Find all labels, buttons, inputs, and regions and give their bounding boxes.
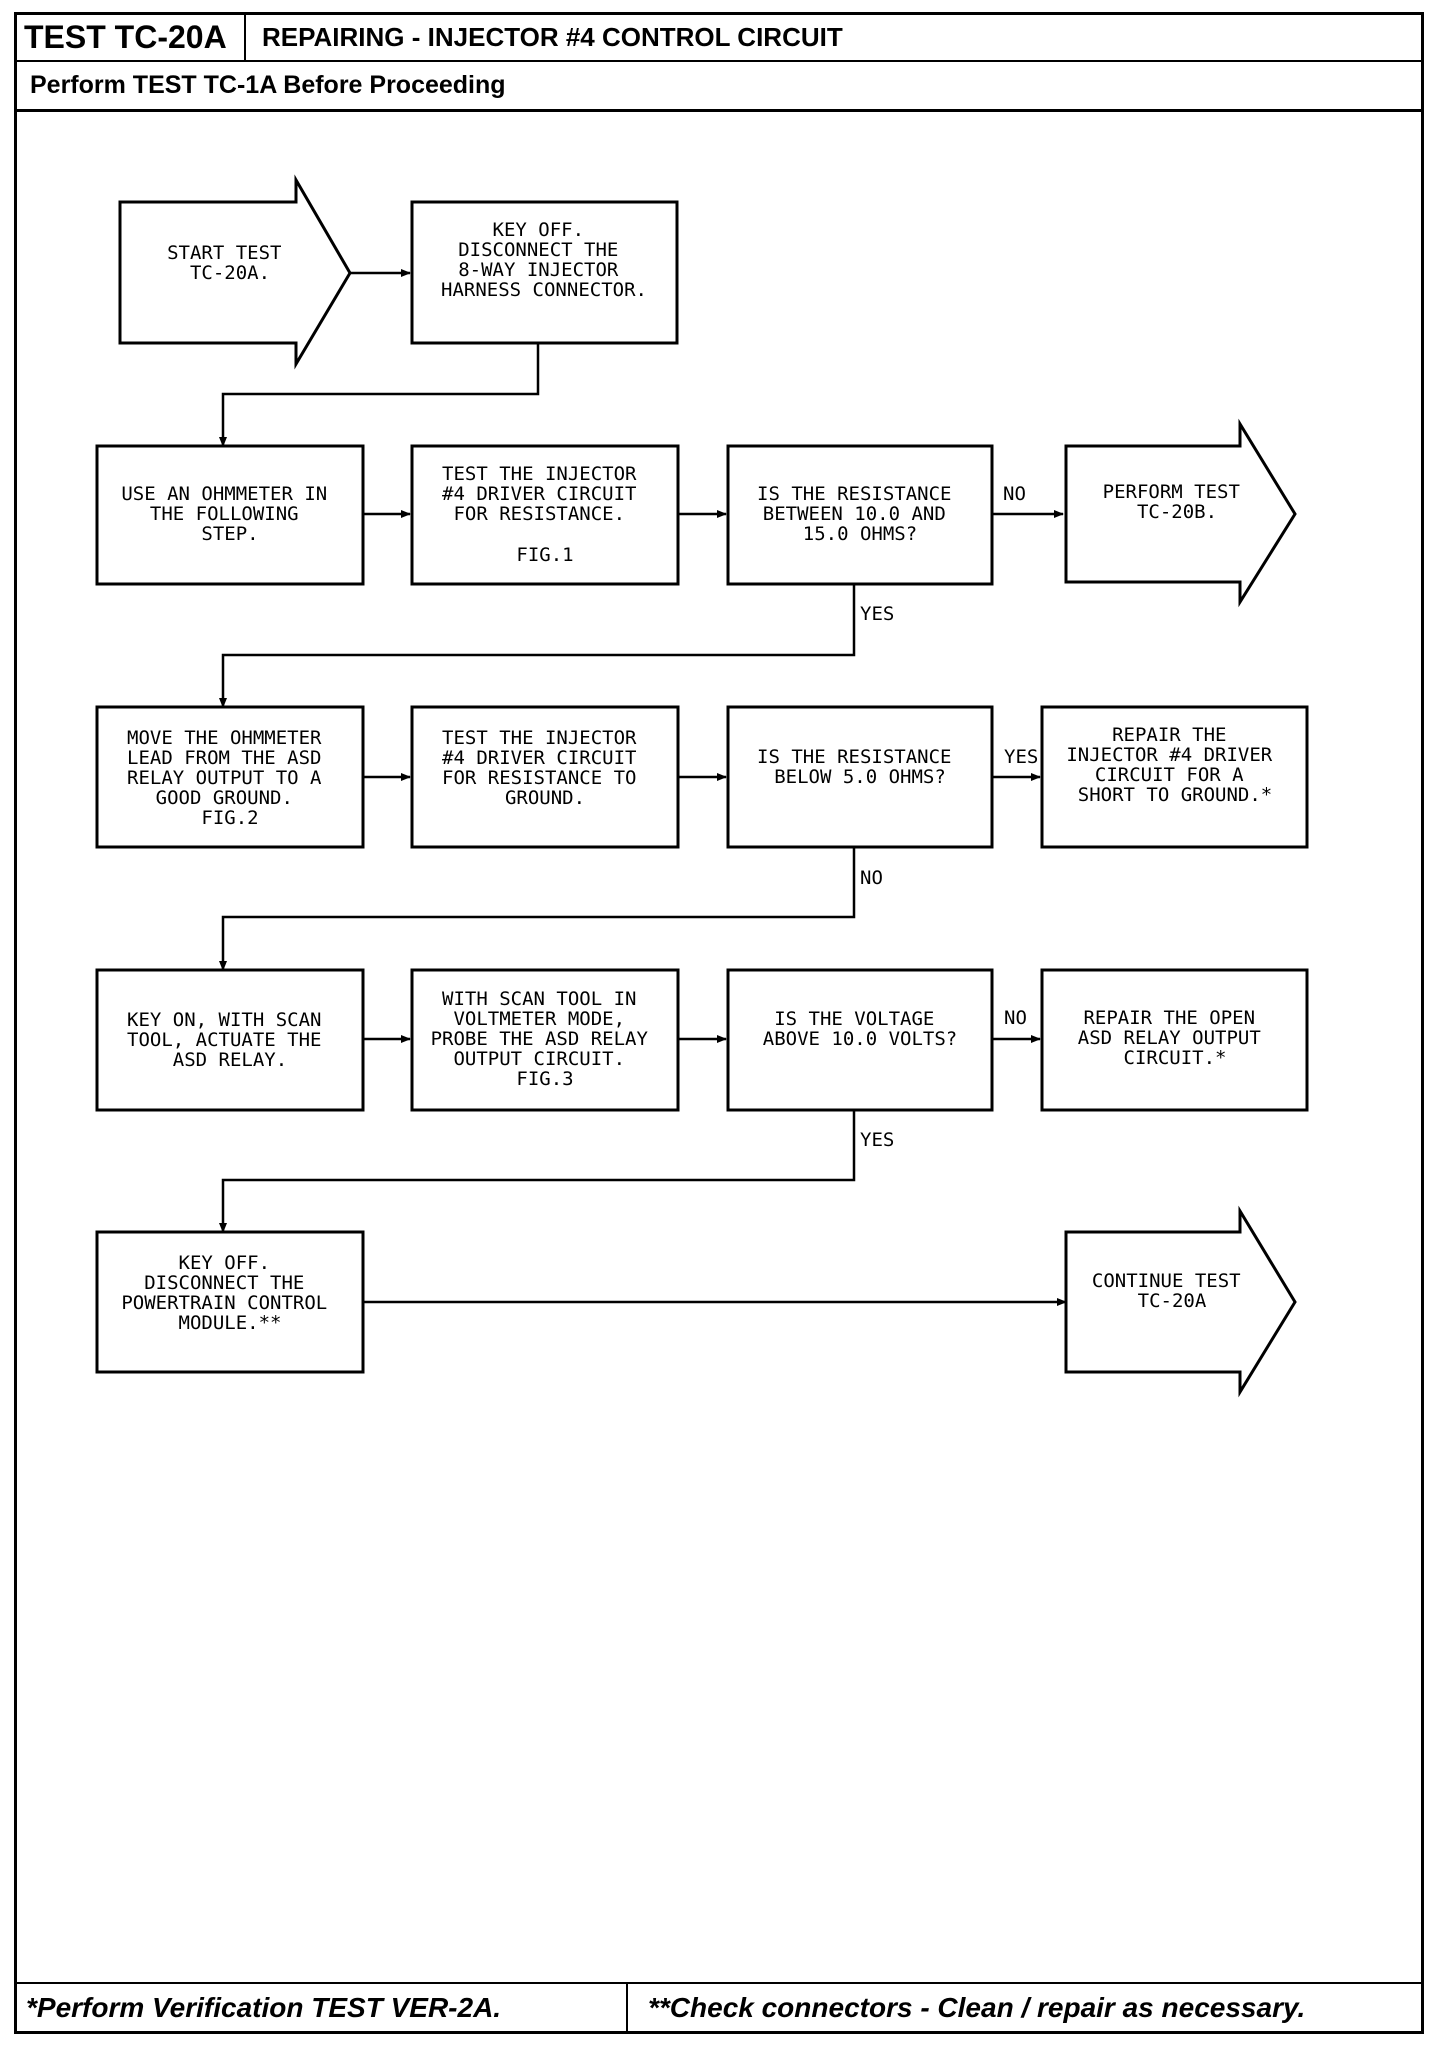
- label-q1-no: NO: [1003, 483, 1026, 505]
- perform-tc20b-arrow-shape: [1064, 418, 1297, 608]
- box-key-off-disconnect: [410, 200, 679, 345]
- text-key-off-disconnect: KEY OFF. DISCONNECT THE 8-WAY INJECTOR H…: [441, 219, 647, 301]
- box-repair-short: [1040, 705, 1309, 849]
- text-question-resistance-range: IS THE RESISTANCE BETWEEN 10.0 AND 15.0 …: [757, 483, 963, 545]
- prerequisite-note: Perform TEST TC-1A Before Proceeding: [14, 60, 1424, 112]
- footer-note-single: *Perform Verification TEST VER-2A.: [14, 1982, 628, 2034]
- connectors: [219, 269, 1067, 1306]
- text-probe-asd: WITH SCAN TOOL IN VOLTMETER MODE, PROBE …: [431, 988, 660, 1090]
- connector-keyoff-to-ohmmeter: [219, 343, 540, 447]
- footer-note-double: **Check connectors - Clean / repair as n…: [626, 1982, 1424, 2034]
- box-move-lead: [95, 705, 365, 849]
- connector-question3-yes: [219, 1109, 856, 1233]
- text-continue-tc20a: CONTINUE TEST TC-20A: [1092, 1270, 1252, 1312]
- box-test-resistance: [410, 444, 680, 586]
- connector-question2-no: [219, 847, 856, 971]
- text-move-lead: MOVE THE OHMMETER LEAD FROM THE ASD RELA…: [127, 727, 333, 829]
- label-q1-yes: YES: [860, 603, 894, 625]
- label-q2-no: NO: [860, 867, 883, 889]
- text-test-ground: TEST THE INJECTOR #4 DRIVER CIRCUIT FOR …: [442, 727, 648, 809]
- text-question-below-5: IS THE RESISTANCE BELOW 5.0 OHMS?: [757, 746, 963, 788]
- text-use-ohmmeter: USE AN OHMMETER IN THE FOLLOWING STEP.: [121, 483, 338, 545]
- connector-question1-yes: [219, 584, 856, 708]
- box-question-resistance-range: [726, 444, 994, 586]
- text-test-resistance: TEST THE INJECTOR #4 DRIVER CIRCUIT FOR …: [442, 463, 648, 566]
- box-probe-asd: [410, 968, 680, 1112]
- label-q2-yes: YES: [1004, 746, 1038, 768]
- text-question-voltage: IS THE VOLTAGE ABOVE 10.0 VOLTS?: [763, 1008, 957, 1050]
- text-repair-short: REPAIR THE INJECTOR #4 DRIVER CIRCUIT FO…: [1066, 724, 1283, 806]
- label-q3-yes: YES: [860, 1129, 894, 1151]
- box-key-on-actuate: [95, 968, 365, 1112]
- text-repair-open: REPAIR THE OPEN ASD RELAY OUTPUT CIRCUIT…: [1078, 1007, 1272, 1069]
- text-disconnect-pcm: KEY OFF. DISCONNECT THE POWERTRAIN CONTR…: [121, 1252, 338, 1334]
- continue-arrow-shape: [1064, 1205, 1297, 1398]
- box-use-ohmmeter: [95, 444, 365, 586]
- box-repair-open: [1040, 968, 1309, 1112]
- start-arrow-shape: [118, 174, 352, 370]
- text-perform-tc20b: PERFORM TEST TC-20B.: [1103, 481, 1252, 523]
- box-question-below-5: [726, 705, 994, 849]
- text-start: START TEST TC-20A.: [167, 242, 293, 284]
- box-test-ground: [410, 705, 680, 849]
- text-key-on-actuate: KEY ON, WITH SCAN TOOL, ACTUATE THE ASD …: [127, 1009, 333, 1071]
- label-q3-no: NO: [1004, 1007, 1027, 1029]
- box-question-voltage: [726, 968, 994, 1112]
- box-disconnect-pcm: [95, 1230, 365, 1374]
